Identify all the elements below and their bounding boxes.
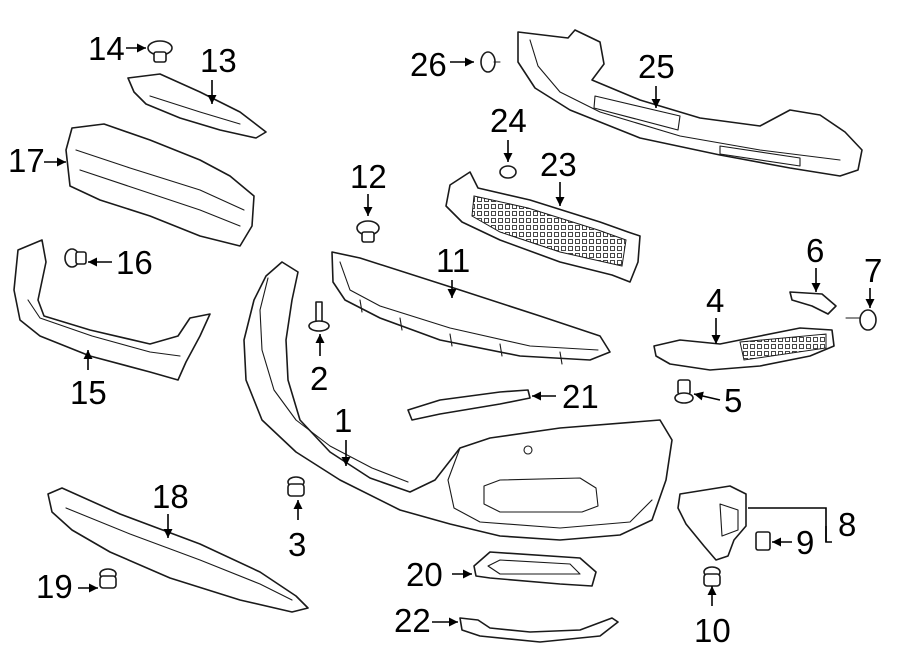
callout-labels: 1 2 3 4 5 6 7 8 9 10 11 12 13 14 15 16 1…	[8, 30, 882, 649]
callout-7[interactable]: 7	[864, 252, 882, 289]
part-15-lower-bracket[interactable]	[13, 239, 211, 381]
callout-9[interactable]: 9	[796, 524, 814, 561]
callout-23[interactable]: 23	[540, 146, 577, 183]
leader-arrowhead-4	[711, 335, 721, 344]
leader-arrowhead-10	[707, 586, 717, 595]
callout-25[interactable]: 25	[638, 48, 675, 85]
leader-arrowhead-11	[447, 289, 457, 298]
part-8-side-guide[interactable]	[677, 485, 747, 561]
part-5-nut[interactable]	[674, 379, 694, 404]
leader-arrowhead-16	[88, 257, 97, 267]
callout-19[interactable]: 19	[36, 568, 73, 605]
leader-arrowhead-17	[57, 157, 66, 167]
leader-arrowhead-23	[555, 197, 565, 206]
part-13-upper-cover[interactable]	[127, 73, 267, 139]
part-21-trim-strip[interactable]	[407, 389, 531, 421]
leader-arrowhead-5	[694, 391, 704, 401]
callout-10[interactable]: 10	[694, 612, 731, 649]
callout-11[interactable]: 11	[436, 242, 470, 279]
part-11-grille-frame[interactable]	[331, 251, 611, 365]
leader-arrowhead-15	[83, 350, 93, 359]
part-14-push-clip[interactable]	[147, 40, 173, 63]
callout-2[interactable]: 2	[310, 360, 328, 397]
leader-arrowhead-14	[137, 43, 146, 53]
part-20-fog-bezel[interactable]	[473, 551, 597, 587]
part-3-nut[interactable]	[287, 476, 305, 497]
leader-arrowhead-22	[449, 617, 458, 627]
callout-20[interactable]: 20	[406, 556, 443, 593]
part-9-clip[interactable]	[755, 531, 771, 551]
callout-18[interactable]: 18	[152, 478, 189, 515]
part-1-bumper-cover[interactable]	[243, 261, 673, 541]
leader-arrowhead-1	[341, 457, 351, 466]
leader-arrowhead-3	[293, 500, 303, 509]
part-19-nut[interactable]	[99, 568, 117, 589]
leader-arrowhead-7	[865, 299, 875, 308]
part-7-bolt[interactable]	[845, 309, 877, 331]
leader-arrowhead-18	[163, 529, 173, 538]
callout-17[interactable]: 17	[8, 142, 45, 179]
callout-24[interactable]: 24	[490, 102, 527, 139]
callout-16[interactable]: 16	[116, 244, 153, 281]
part-12-push-clip[interactable]	[356, 220, 380, 243]
callout-12[interactable]: 12	[350, 158, 387, 195]
part-22-lower-molding[interactable]	[459, 617, 619, 643]
callout-3[interactable]: 3	[288, 526, 306, 563]
leader-arrowhead-24	[503, 153, 513, 162]
leader-arrowhead-20	[463, 569, 472, 579]
leader-lines	[44, 43, 875, 627]
part-4-side-bracket[interactable]	[653, 327, 835, 371]
callout-5[interactable]: 5	[724, 382, 742, 419]
callout-4[interactable]: 4	[706, 282, 724, 319]
part-24-clip[interactable]	[499, 165, 517, 179]
part-16-push-clip[interactable]	[64, 248, 87, 268]
leader-arrowhead-9	[772, 537, 781, 547]
callout-1[interactable]: 1	[334, 402, 352, 439]
part-23-lower-grille[interactable]	[445, 171, 641, 283]
part-17-support-shield[interactable]	[65, 123, 255, 247]
part-10-nut[interactable]	[703, 566, 721, 587]
leader-arrowhead-6	[811, 283, 821, 292]
callout-13[interactable]: 13	[200, 42, 237, 79]
leader-arrowhead-19	[89, 583, 98, 593]
leader-arrowhead-21	[532, 391, 541, 401]
leader-arrowhead-25	[651, 99, 661, 108]
callout-14[interactable]: 14	[88, 30, 125, 67]
part-26-bolt[interactable]	[480, 51, 501, 73]
part-18-deflector[interactable]	[47, 487, 309, 613]
callout-8[interactable]: 8	[838, 506, 856, 543]
leader-arrowhead-2	[315, 334, 325, 343]
part-2-screw[interactable]	[308, 301, 330, 332]
leader-arrowhead-26	[465, 57, 474, 67]
callout-15[interactable]: 15	[70, 374, 107, 411]
callout-6[interactable]: 6	[806, 232, 824, 269]
leader-line-8	[748, 507, 832, 543]
leader-arrowhead-12	[363, 207, 373, 216]
callout-21[interactable]: 21	[562, 378, 599, 415]
part-6-small-bracket[interactable]	[789, 291, 837, 315]
leader-arrowhead-13	[207, 95, 217, 104]
part-25-impact-bar[interactable]	[517, 29, 863, 177]
callout-22[interactable]: 22	[394, 602, 431, 639]
callout-26[interactable]: 26	[410, 46, 447, 83]
